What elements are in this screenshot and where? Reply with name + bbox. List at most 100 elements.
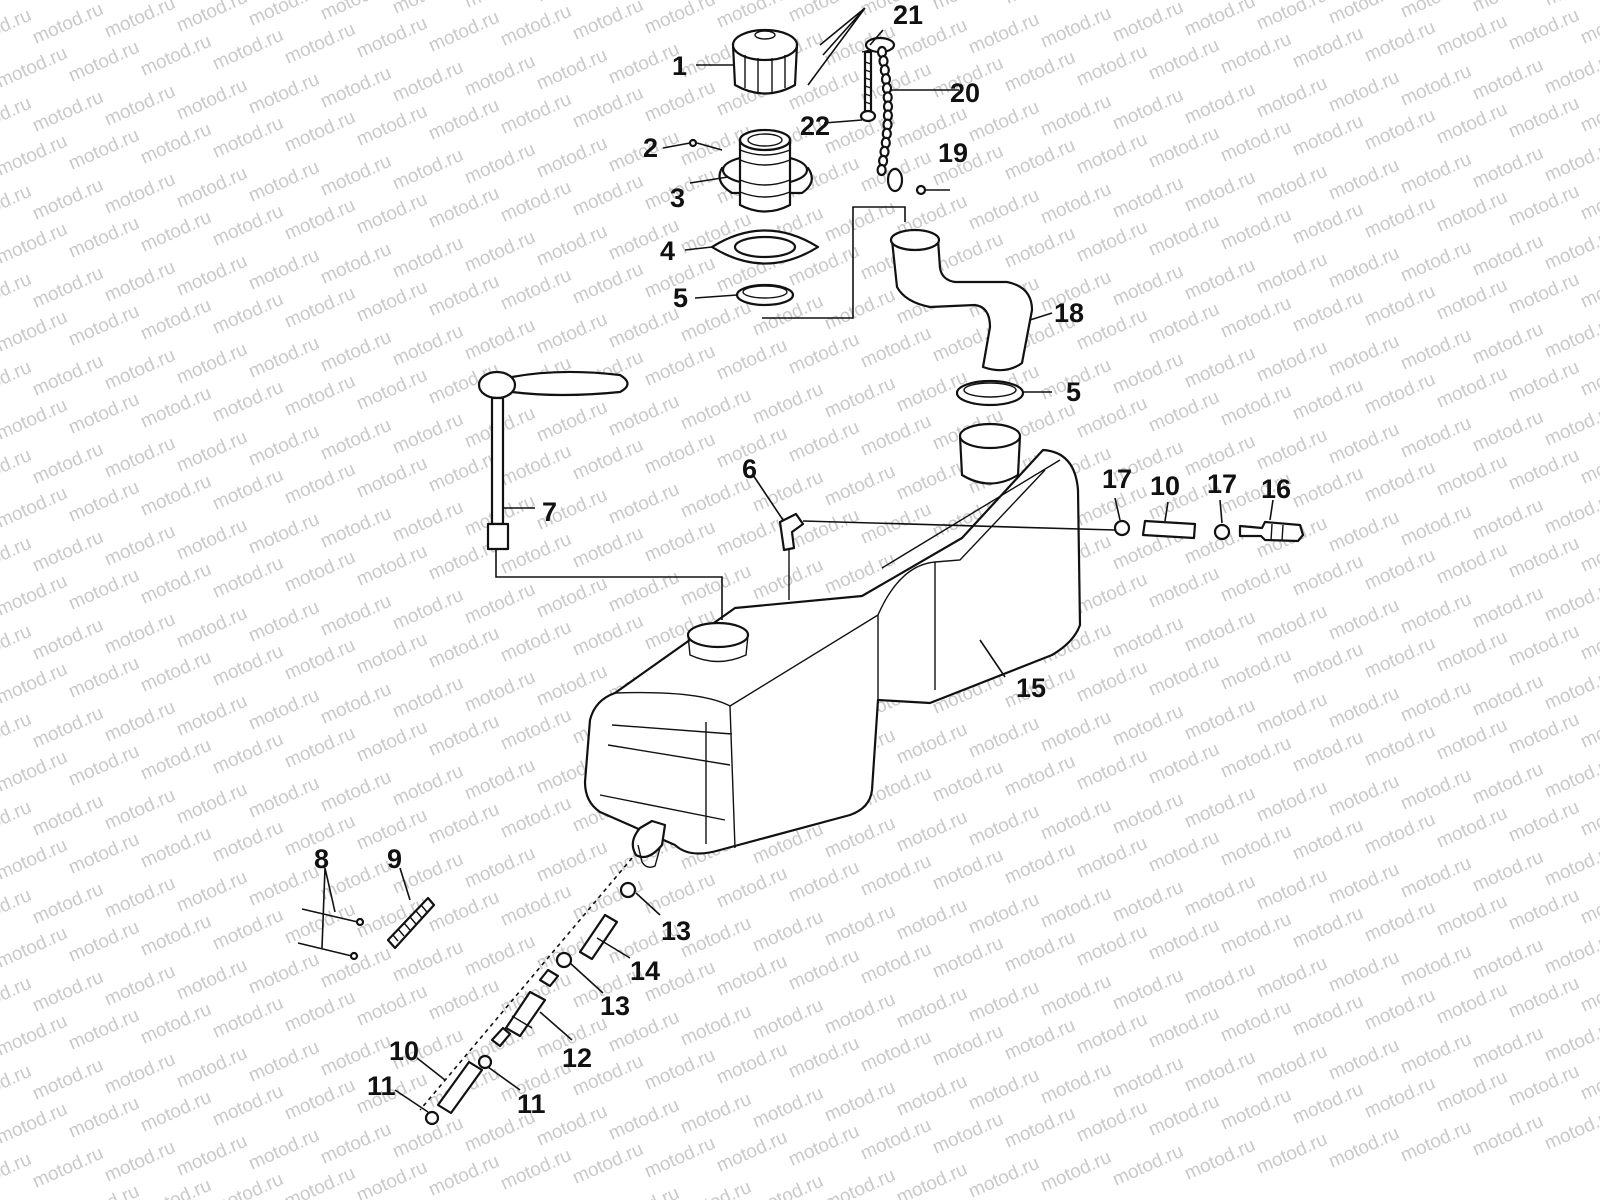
- watermark-text: motod.ru: [1001, 47, 1078, 97]
- watermark-text: motod.ru: [209, 113, 286, 163]
- watermark-text: motod.ru: [929, 1109, 1006, 1159]
- watermark-text: motod.ru: [65, 213, 142, 263]
- watermark-text: motod.ru: [497, 177, 574, 227]
- watermark-text: motod.ru: [209, 1081, 286, 1131]
- watermark-text: motod.ru: [1181, 79, 1258, 129]
- watermark-text: motod.ru: [605, 0, 682, 1]
- watermark-text: motod.ru: [1397, 501, 1474, 551]
- watermark-text: motod.ru: [137, 295, 214, 345]
- watermark-text: motod.ru: [1037, 1147, 1114, 1197]
- watermark-text: motod.ru: [281, 195, 358, 245]
- watermark-text: motod.ru: [1037, 707, 1114, 757]
- watermark-text: motod.ru: [605, 567, 682, 617]
- watermark-text: motod.ru: [1253, 865, 1330, 915]
- watermark-text: motod.ru: [1505, 797, 1582, 847]
- watermark-text: motod.ru: [1361, 457, 1438, 507]
- watermark-text: motod.ru: [1253, 73, 1330, 123]
- watermark-text: motod.ru: [893, 895, 970, 945]
- watermark-text: motod.ru: [65, 301, 142, 351]
- fuel-cap-icon: [731, 28, 799, 95]
- watermark-text: motod.ru: [101, 1049, 178, 1099]
- watermark-text: motod.ru: [1001, 927, 1078, 977]
- watermark-text: motod.ru: [1325, 243, 1402, 293]
- watermark-text: motod.ru: [1469, 495, 1546, 545]
- watermark-text: motod.ru: [785, 1121, 862, 1171]
- watermark-text: motod.ru: [1181, 343, 1258, 393]
- watermark-text: motod.ru: [713, 863, 790, 913]
- watermark-text: motod.ru: [209, 289, 286, 339]
- watermark-text: motod.ru: [497, 441, 574, 491]
- watermark-text: motod.ru: [1541, 665, 1600, 715]
- watermark-text: motod.ru: [173, 251, 250, 301]
- watermark-text: motod.ru: [461, 755, 538, 805]
- watermark-text: motod.ru: [1469, 1023, 1546, 1073]
- watermark-text: motod.ru: [713, 511, 790, 561]
- clip-icon: [297, 908, 365, 961]
- watermark-text: motod.ru: [137, 383, 214, 433]
- watermark-text: motod.ru: [569, 259, 646, 309]
- callout-20: 20: [950, 78, 980, 108]
- watermark-text: motod.ru: [1505, 621, 1582, 671]
- spring-icon: [386, 896, 436, 950]
- watermark-text: motod.ru: [641, 869, 718, 919]
- watermark-text: motod.ru: [245, 1037, 322, 1087]
- watermark-text: motod.ru: [1181, 0, 1258, 41]
- callout-9: 9: [387, 844, 402, 874]
- watermark-text: motod.ru: [173, 691, 250, 741]
- watermark-text: motod.ru: [1289, 727, 1366, 777]
- watermark-text: motod.ru: [677, 1177, 754, 1200]
- watermark-text: motod.ru: [1145, 387, 1222, 437]
- watermark-text: motod.ru: [173, 427, 250, 477]
- watermark-text: motod.ru: [209, 1169, 286, 1200]
- watermark-text: motod.ru: [281, 19, 358, 69]
- watermark-text: motod.ru: [101, 81, 178, 131]
- watermark-text: motod.ru: [1181, 783, 1258, 833]
- watermark-text: motod.ru: [29, 175, 106, 225]
- watermark-text: motod.ru: [1469, 1111, 1546, 1161]
- watermark-text: motod.ru: [317, 503, 394, 553]
- watermark-text: motod.ru: [173, 779, 250, 829]
- watermark-text: motod.ru: [1253, 0, 1330, 35]
- watermark-text: motod.ru: [29, 791, 106, 841]
- watermark-text: motod.ru: [281, 899, 358, 949]
- watermark-text: motod.ru: [1397, 1029, 1474, 1079]
- watermark-text: motod.ru: [29, 703, 106, 753]
- watermark-text: motod.ru: [1253, 953, 1330, 1003]
- watermark-text: motod.ru: [1109, 0, 1186, 47]
- fuel-gauge-icon: [477, 370, 629, 551]
- watermark-text: motod.ru: [1469, 231, 1546, 281]
- watermark-text: motod.ru: [1541, 1105, 1600, 1155]
- watermark-text: motod.ru: [29, 527, 106, 577]
- watermark-text: motod.ru: [425, 975, 502, 1025]
- callout-11-right: 11: [517, 1089, 546, 1119]
- watermark-text: motod.ru: [857, 1115, 934, 1165]
- watermark-text: motod.ru: [1541, 137, 1600, 187]
- watermark-text: motod.ru: [1073, 569, 1150, 619]
- watermark-text: motod.ru: [1073, 657, 1150, 707]
- watermark-text: motod.ru: [425, 799, 502, 849]
- screw-icon: [859, 50, 877, 123]
- watermark-text: motod.ru: [1037, 883, 1114, 933]
- watermark-text: motod.ru: [173, 955, 250, 1005]
- watermark-text: motod.ru: [281, 635, 358, 685]
- watermark-text: motod.ru: [1469, 935, 1546, 985]
- watermark-text: motod.ru: [1073, 393, 1150, 443]
- watermark-text: motod.ru: [0, 219, 71, 269]
- watermark-text: motod.ru: [641, 0, 718, 39]
- watermark-text: motod.ru: [749, 995, 826, 1045]
- watermark-text: motod.ru: [1433, 539, 1510, 589]
- watermark-text: motod.ru: [65, 477, 142, 527]
- watermark-text: motod.ru: [1505, 1061, 1582, 1111]
- watermark-text: motod.ru: [1505, 269, 1582, 319]
- watermark-text: motod.ru: [677, 1089, 754, 1139]
- watermark-text: motod.ru: [1037, 179, 1114, 229]
- watermark-text: motod.ru: [857, 851, 934, 901]
- watermark-text: motod.ru: [1505, 973, 1582, 1023]
- watermark-text: motod.ru: [1217, 381, 1294, 431]
- watermark-text: motod.ru: [173, 603, 250, 653]
- watermark-text: motod.ru: [1433, 99, 1510, 149]
- watermark-text: motod.ru: [1433, 627, 1510, 677]
- watermark-text: motod.ru: [0, 43, 71, 93]
- watermark-text: motod.ru: [389, 321, 466, 371]
- watermark-text: motod.ru: [1469, 55, 1546, 105]
